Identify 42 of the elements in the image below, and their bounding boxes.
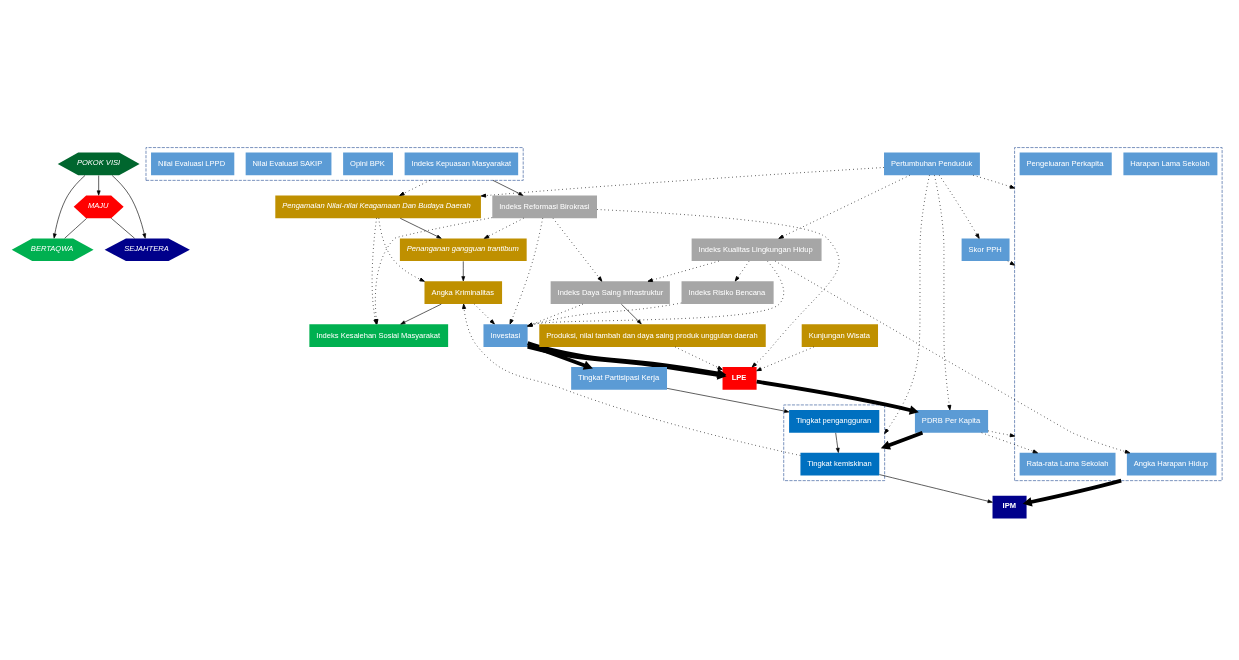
arrow [552, 217, 603, 282]
arrow [938, 174, 980, 239]
arrow [378, 217, 425, 282]
arrow [621, 303, 642, 324]
arrow [879, 473, 993, 503]
arrow [778, 174, 911, 239]
cluster [1014, 146, 1223, 481]
arrow [96, 174, 101, 196]
arrow [934, 174, 952, 410]
arrow [527, 302, 682, 327]
arrow [674, 346, 723, 370]
arrow [1007, 260, 1016, 266]
arrow [756, 379, 919, 415]
arrow [734, 260, 750, 281]
arrow [111, 174, 147, 239]
arrow [527, 342, 593, 370]
arrow [835, 432, 840, 453]
arrow [399, 217, 442, 239]
arrow [774, 260, 1131, 454]
arrow [52, 174, 86, 239]
arrow [987, 429, 1016, 437]
arrow [596, 208, 840, 367]
arrow [880, 430, 924, 450]
arrow [666, 387, 790, 413]
arrow [647, 260, 720, 282]
arrow [461, 260, 466, 281]
arrow [400, 303, 442, 324]
arrow [756, 346, 815, 371]
cluster [145, 146, 524, 181]
arrow [480, 166, 885, 198]
arrow [399, 179, 431, 196]
arrow [972, 174, 1016, 189]
arrow [1022, 478, 1122, 507]
arrow [462, 303, 801, 456]
arrow [509, 217, 544, 325]
arrow [981, 431, 1038, 453]
arrow [492, 179, 524, 196]
arrow [527, 303, 584, 327]
arrow [483, 217, 524, 239]
arrow [884, 174, 930, 434]
arrow [473, 303, 495, 324]
arrow [527, 260, 785, 327]
